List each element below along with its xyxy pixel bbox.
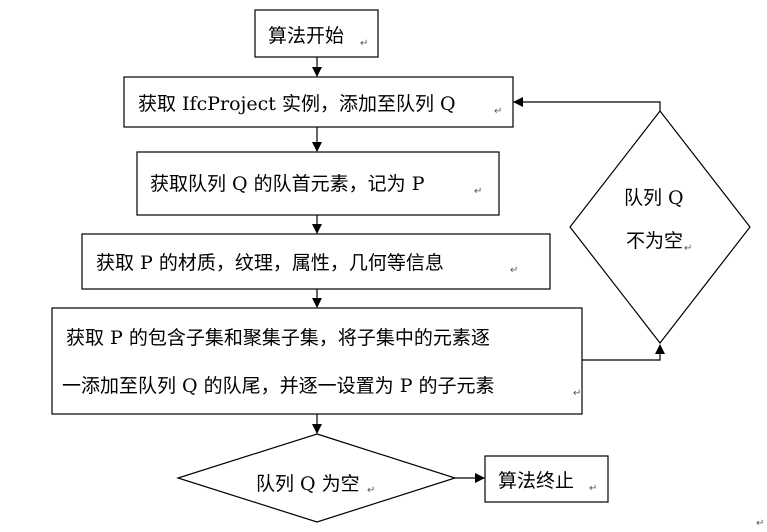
decision-not-empty-line1: 队列 Q [624,187,684,209]
children-label-line1: 获取 P 的包含子集和聚集子集，将子集中的元素逐 [66,327,490,349]
arrow-children-to-not-empty [582,344,665,361]
paragraph-mark: ↵ [756,518,764,529]
get-project-label: 获取 IfcProject 实例，添加至队列 Q [138,93,456,115]
get-project-node: 获取 IfcProject 实例，添加至队列 Q ↵ [123,76,514,128]
end-node: 算法终止 ↵ [484,455,609,503]
decision-empty-node: 队列 Q 为空 ↵ [176,433,457,523]
dequeue-label: 获取队列 Q 的队首元素，记为 P [150,173,425,195]
paragraph-mark: ↵ [367,485,375,496]
end-label: 算法终止 [498,470,574,492]
paragraph-mark: ↵ [494,106,502,117]
start-label: 算法开始 [268,25,344,47]
paragraph-mark: ↵ [684,243,692,254]
dequeue-node: 获取队列 Q 的队首元素，记为 P ↵ [136,151,500,216]
paragraph-mark: ↵ [474,186,482,197]
paragraph-mark: ↵ [589,483,597,494]
get-info-node: 获取 P 的材质，纹理，属性，几何等信息 ↵ [81,233,551,290]
paragraph-mark: ↵ [510,265,518,276]
paragraph-mark: ↵ [573,388,581,399]
arrow-not-empty-to-get-project [513,97,661,111]
get-info-label: 获取 P 的材质，纹理，属性，几何等信息 [96,252,444,274]
children-node: 获取 P 的包含子集和聚集子集，将子集中的元素逐 一添加至队列 Q 的队尾，并逐… [51,307,583,415]
start-node: 算法开始 ↵ [254,9,379,58]
paragraph-mark: ↵ [360,38,368,49]
decision-not-empty-line2: 不为空 [626,230,683,252]
children-label-line2: 一添加至队列 Q 的队尾，并逐一设置为 P 的子元素 [62,375,495,397]
decision-not-empty-node: 队列 Q 不为空 ↵ [569,110,751,344]
decision-empty-label: 队列 Q 为空 [256,473,360,495]
